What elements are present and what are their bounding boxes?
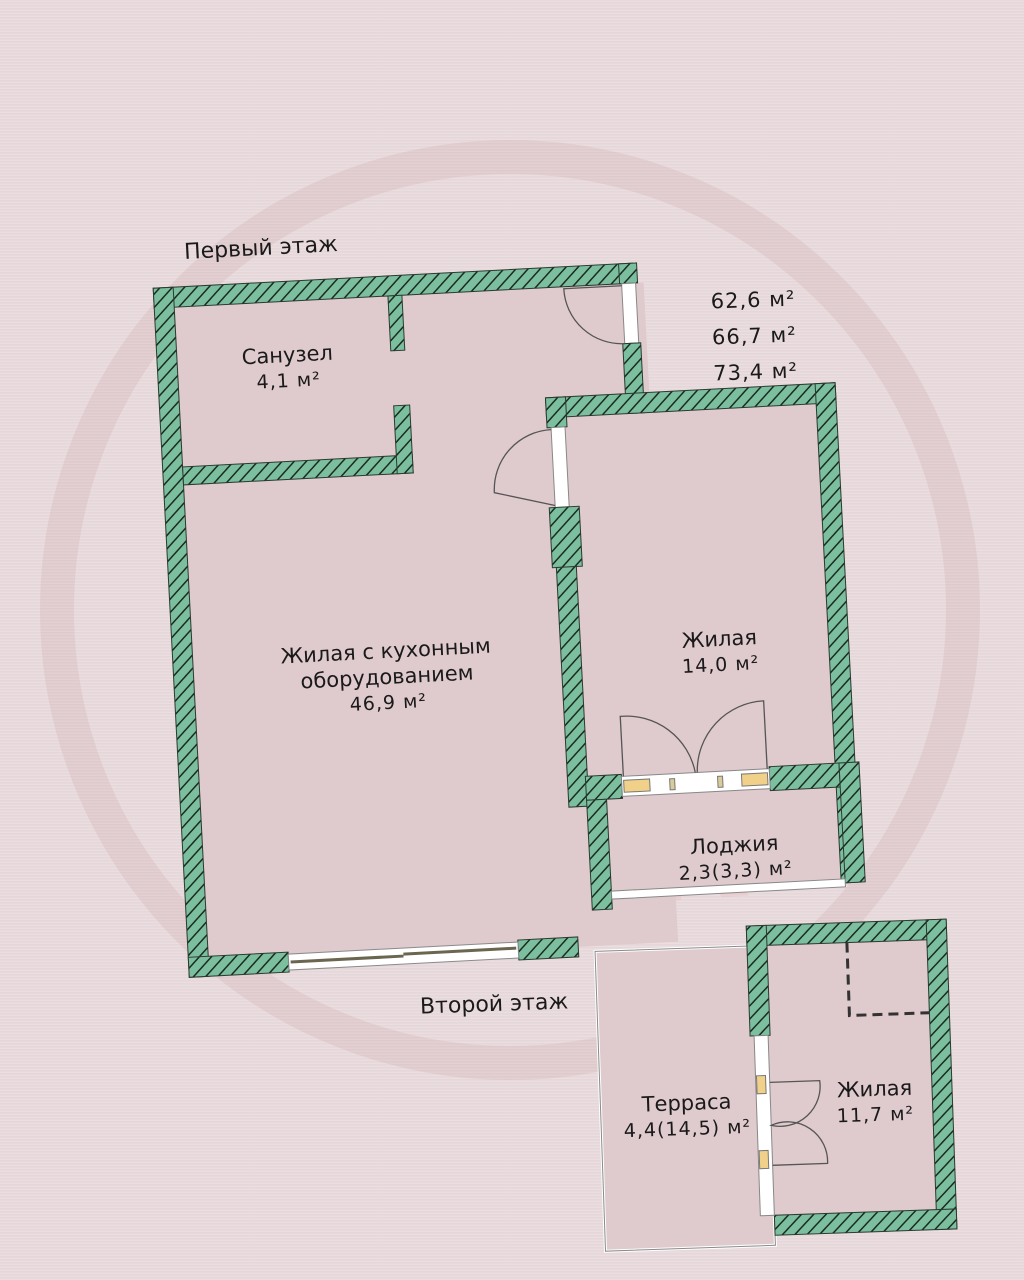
second-floor-plan <box>593 918 958 1253</box>
room-living-1: Жилая 14,0 м² <box>659 623 782 681</box>
room-living-kitchen: Жилая с кухонным оборудованием 46,9 м² <box>250 631 524 723</box>
loggia-glazing <box>610 878 846 900</box>
loggia-door-swing-right <box>696 700 768 773</box>
room-area: 4,4(14,5) м² <box>623 1115 752 1143</box>
room-area: 11,7 м² <box>836 1102 915 1128</box>
main-floor-area <box>154 282 679 968</box>
total-areas: 62,6 м² 66,7 м² 73,4 м² <box>710 281 798 392</box>
stair-opening-dashed <box>845 942 930 1018</box>
first-floor-plan <box>152 262 866 978</box>
bedroom-door-swing <box>493 428 556 507</box>
entrance-door-swing <box>563 285 625 345</box>
loggia-door-swing-left <box>619 715 696 777</box>
room-loggia: Лоджия 2,3(3,3) м² <box>659 828 812 888</box>
total-area-2: 66,7 м² <box>711 322 798 350</box>
room-living-2: Жилая 11,7 м² <box>814 1074 936 1130</box>
second-floor-label: Второй этаж <box>419 989 569 1020</box>
terrace-door-swing <box>769 1079 829 1166</box>
total-area-3: 73,4 м² <box>712 358 799 386</box>
total-area-1: 62,6 м² <box>710 286 796 314</box>
entrance-door-opening <box>621 282 640 345</box>
room-terrace: Терраса 4,4(14,5) м² <box>611 1087 763 1144</box>
room-bathroom: Санузел 4,1 м² <box>227 339 350 397</box>
